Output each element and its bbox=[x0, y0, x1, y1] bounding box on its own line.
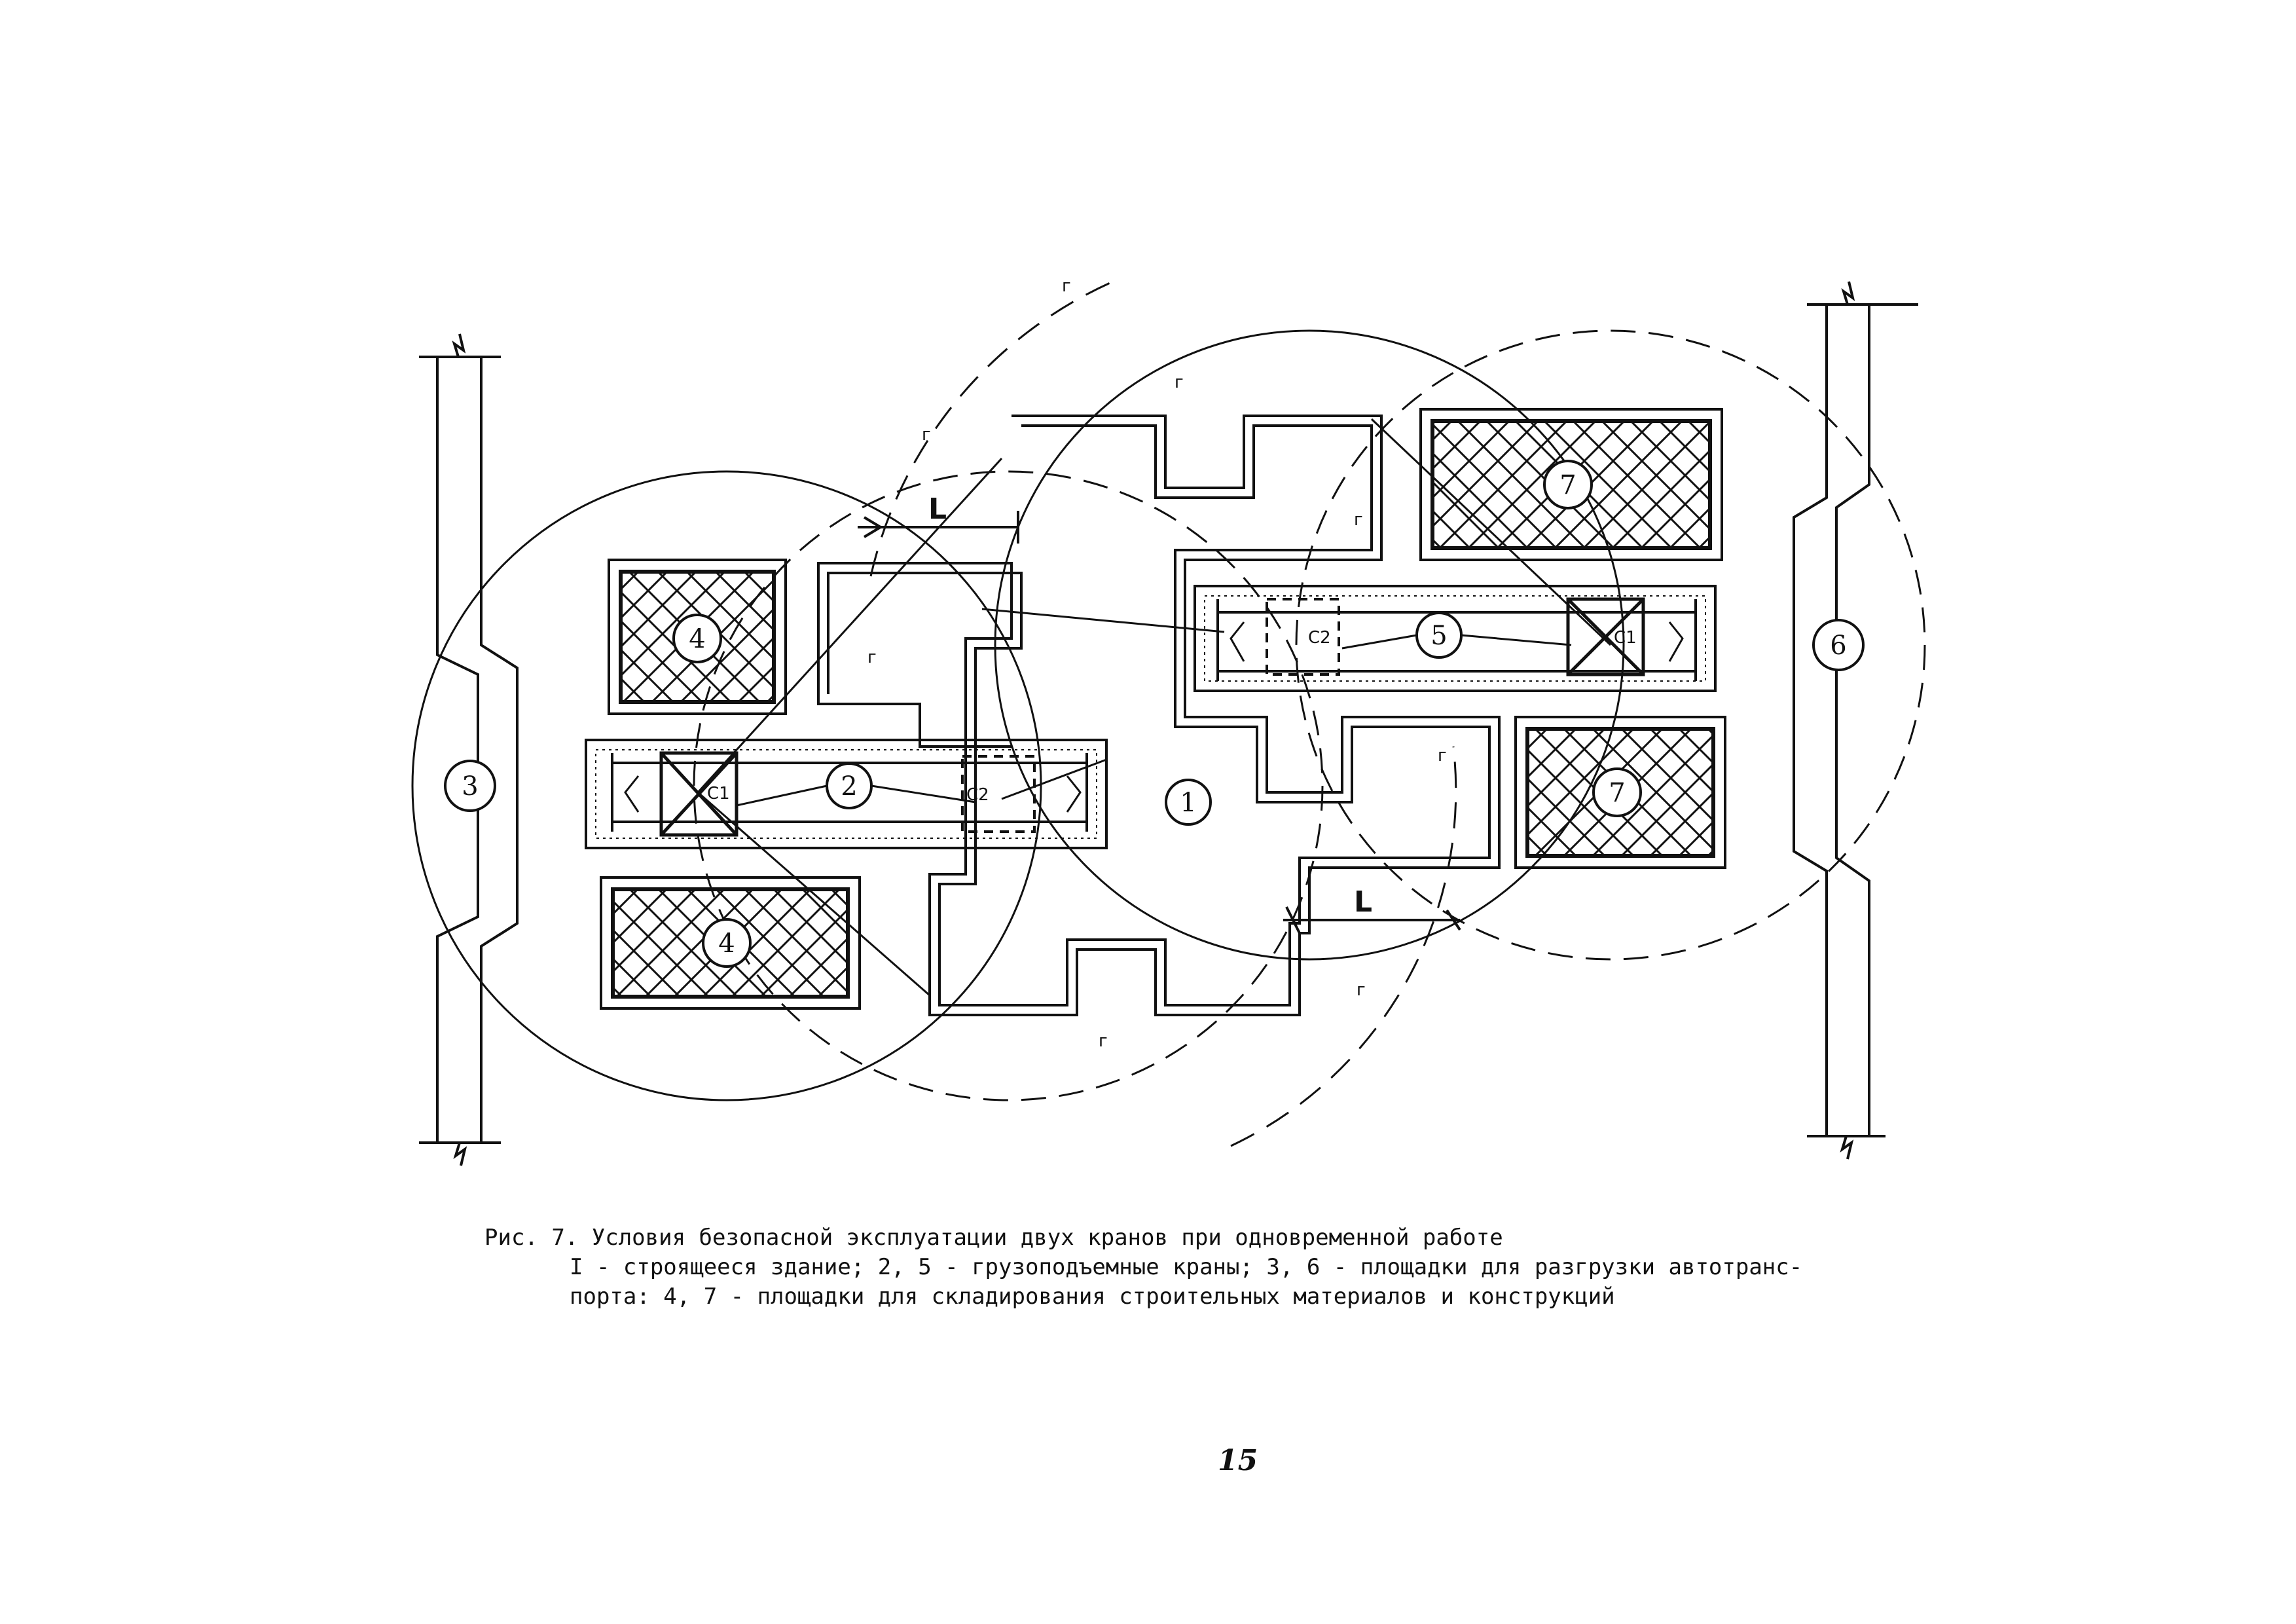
crane-5-c2-label: C2 bbox=[1308, 628, 1331, 648]
label-3: 3 bbox=[462, 771, 478, 802]
zone-tick: г bbox=[867, 648, 877, 667]
label-7-bottom: 7 bbox=[1609, 778, 1625, 808]
label-circle-4-bottom bbox=[702, 918, 752, 968]
crane-5-c1-label: C1 bbox=[1614, 628, 1637, 648]
label-circle-3 bbox=[444, 760, 496, 812]
crane-5-position-c1 bbox=[1566, 597, 1645, 676]
crane-zones bbox=[411, 280, 1926, 1147]
zone-tick: г bbox=[1357, 980, 1366, 1000]
zone-tick: г bbox=[1099, 1031, 1108, 1051]
crane-5-c1-zone bbox=[1295, 329, 1926, 961]
crane-5-position-c2 bbox=[1266, 598, 1340, 676]
label-circle-4-top bbox=[672, 614, 722, 663]
crane-5-track bbox=[1194, 585, 1717, 692]
label-5: 5 bbox=[1430, 621, 1447, 651]
crane-2-position-c2 bbox=[961, 755, 1036, 833]
label-7-top: 7 bbox=[1559, 470, 1576, 500]
outer-zone-arc-top bbox=[869, 280, 1114, 577]
zone-tick: г bbox=[1354, 510, 1363, 530]
leader-lines bbox=[697, 418, 1612, 997]
distance-marker-top bbox=[858, 511, 1019, 544]
zone-tick: г bbox=[922, 425, 931, 445]
page-number: 15 bbox=[1218, 1444, 1258, 1477]
label-2: 2 bbox=[841, 771, 857, 802]
label-circle-7-bottom bbox=[1592, 767, 1642, 817]
figure-caption-line-2: порта: 4, 7 - площадки для складирования… bbox=[570, 1283, 1615, 1310]
label-1: 1 bbox=[1180, 788, 1196, 818]
distance-marker-bottom bbox=[1283, 906, 1461, 934]
label-4-top: 4 bbox=[689, 624, 705, 654]
unloading-area-3 bbox=[419, 333, 519, 1166]
zone-tick: г bbox=[1062, 276, 1071, 296]
crane-5-c2-zone bbox=[994, 329, 1625, 961]
zone-tick: г bbox=[1438, 746, 1447, 766]
figure-caption-line-1: I - строящееся здание; 2, 5 - грузоподъе… bbox=[570, 1254, 1803, 1280]
label-4-bottom: 4 bbox=[718, 929, 735, 959]
distance-label-top: L bbox=[928, 492, 947, 526]
crane-2-c2-zone bbox=[693, 470, 1324, 1101]
unloading-area-6 bbox=[1793, 281, 1918, 1160]
zone-tick: г bbox=[1175, 373, 1184, 392]
label-circle-7-top bbox=[1543, 460, 1593, 509]
label-circle-1 bbox=[1165, 779, 1212, 826]
zone-ticks: г г г г г г г г bbox=[867, 276, 1447, 1051]
crane-2-c1-label: C1 bbox=[707, 784, 730, 803]
label-circle-6 bbox=[1812, 619, 1865, 671]
crane-2-c1-zone bbox=[411, 470, 1042, 1101]
outer-zone-arc-bottom bbox=[1230, 746, 1457, 1147]
distance-label-bottom: L bbox=[1354, 885, 1372, 919]
label-6: 6 bbox=[1830, 631, 1846, 661]
building-1 bbox=[817, 415, 1501, 1016]
figure-caption-title: Рис. 7. Условия безопасной эксплуатации … bbox=[484, 1225, 1503, 1251]
